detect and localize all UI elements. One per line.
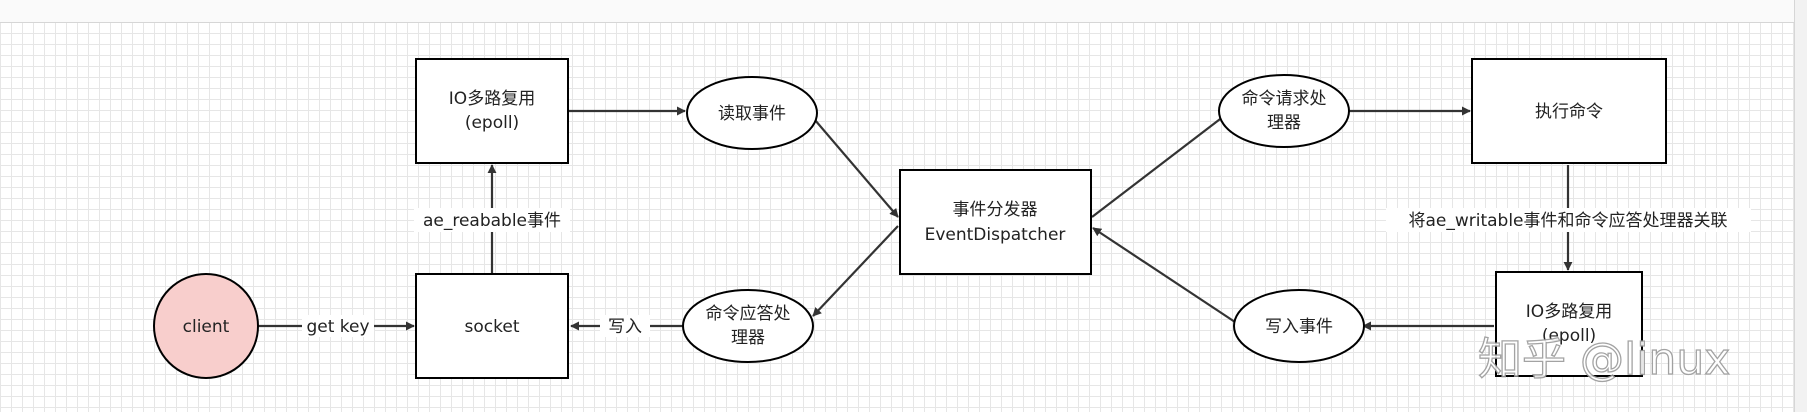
write-event-label: 写入事件 <box>1265 317 1333 337</box>
io-mux-top-box <box>415 58 569 164</box>
edge-read-event-to-dispatcher <box>814 119 899 218</box>
edge-label-bg <box>302 315 374 337</box>
edge-dispatcher-to-request-handler <box>1091 112 1229 218</box>
node-write-event[interactable]: 写入事件 <box>1233 289 1365 363</box>
io-mux-bottom-line2: (epoll) <box>1542 326 1596 346</box>
edge-label-ae-writable: 将ae_writable事件和命令应答处理器关联 <box>1408 211 1727 231</box>
edges: get key ae_reabable事件 将ae_writable事件和命令应… <box>258 106 1751 337</box>
node-io-mux-bottom[interactable]: IO多路复用 (epoll) <box>1495 271 1643 377</box>
socket-box <box>415 273 569 379</box>
right-scrollbar[interactable] <box>1794 0 1807 412</box>
read-event-ellipse <box>686 76 818 150</box>
zhihu-watermark: 知乎 @linux <box>1478 334 1730 385</box>
edge-label-write: 写入 <box>608 317 642 337</box>
reply-handler-ellipse <box>682 289 814 363</box>
socket-label: socket <box>465 317 520 337</box>
node-io-mux-top[interactable]: IO多路复用 (epoll) <box>415 58 569 164</box>
dispatcher-line2: EventDispatcher <box>925 225 1066 245</box>
edge-label-bg <box>1386 208 1751 232</box>
dispatcher-box <box>899 169 1092 275</box>
write-event-ellipse <box>1233 289 1365 363</box>
read-event-label: 读取事件 <box>718 104 786 124</box>
edge-label-bg <box>600 315 650 337</box>
reply-handler-line2: 理器 <box>731 328 765 348</box>
reply-handler-line1: 命令应答处 <box>706 304 791 324</box>
execute-command-label: 执行命令 <box>1535 102 1603 122</box>
request-handler-line2: 理器 <box>1267 113 1301 133</box>
node-socket[interactable]: socket <box>415 273 569 379</box>
io-mux-top-line2: (epoll) <box>465 113 519 133</box>
edge-label-get-key: get key <box>306 317 369 337</box>
node-dispatcher[interactable]: 事件分发器 EventDispatcher <box>899 169 1092 275</box>
edge-label-ae-reabable: ae_reabable事件 <box>423 211 561 231</box>
edge-label-bg <box>414 208 570 232</box>
node-read-event[interactable]: 读取事件 <box>686 76 818 150</box>
client-circle <box>153 273 259 379</box>
node-execute-command[interactable]: 执行命令 <box>1471 58 1667 164</box>
node-command-request-handler[interactable]: 命令请求处 理器 <box>1218 74 1350 148</box>
dispatcher-line1: 事件分发器 <box>953 200 1038 220</box>
io-mux-bottom-line1: IO多路复用 <box>1526 302 1612 322</box>
edge-write-event-to-dispatcher <box>1092 227 1236 323</box>
request-handler-line1: 命令请求处 <box>1242 89 1327 109</box>
request-handler-ellipse <box>1218 74 1350 148</box>
node-command-reply-handler[interactable]: 命令应答处 理器 <box>682 289 814 363</box>
top-toolbar-strip <box>0 0 1807 23</box>
edge-dispatcher-to-reply-handler <box>812 225 899 317</box>
client-label: client <box>183 317 230 337</box>
execute-command-box <box>1471 58 1667 164</box>
io-mux-bottom-box <box>1495 271 1643 377</box>
node-client[interactable]: client <box>153 273 259 379</box>
io-mux-top-line1: IO多路复用 <box>449 89 535 109</box>
